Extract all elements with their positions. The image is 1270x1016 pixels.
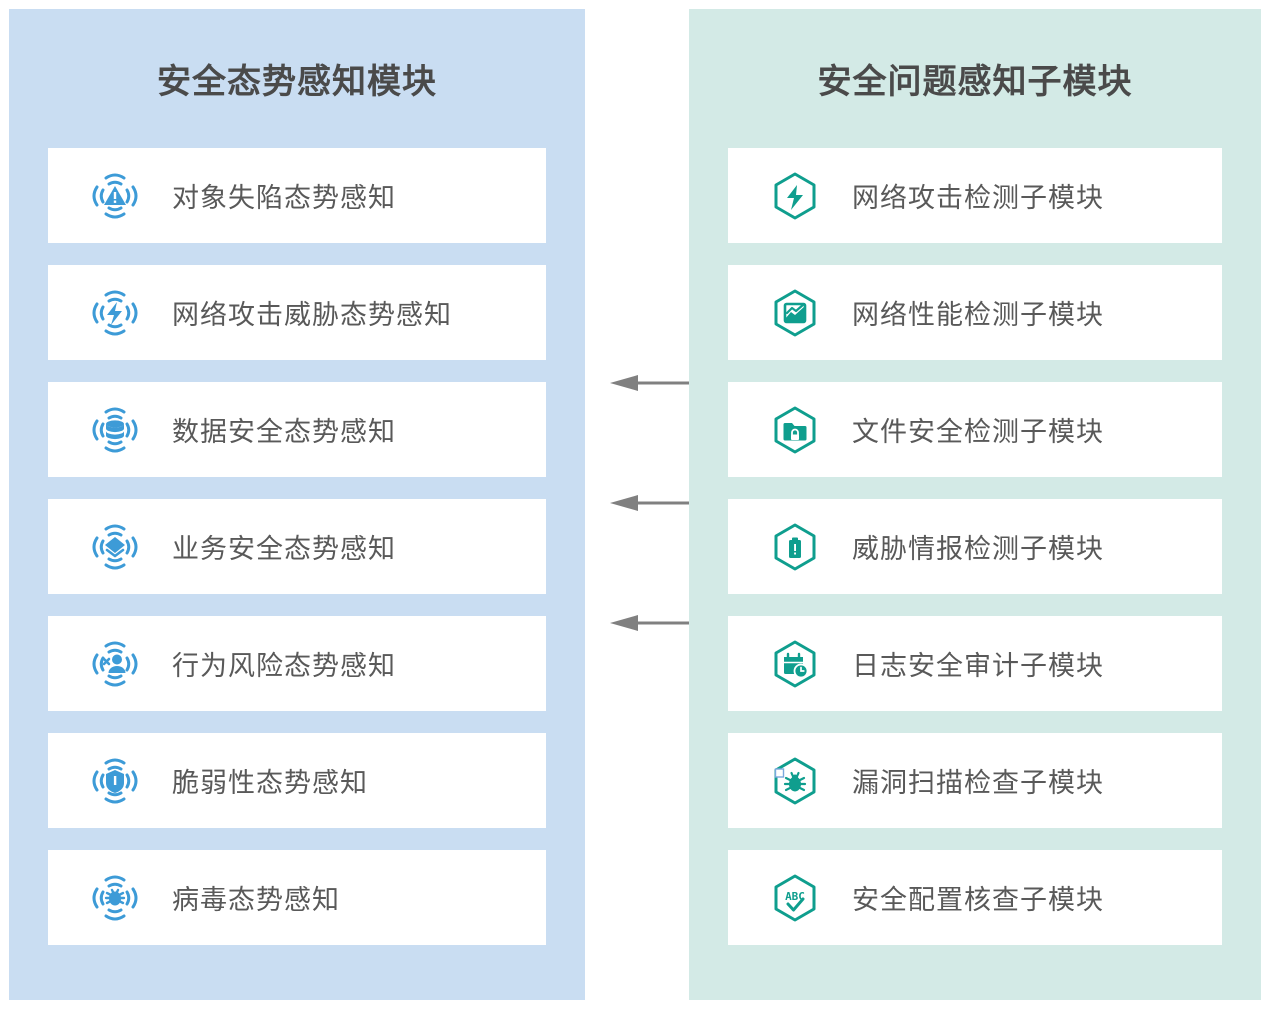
card-network-attack-threat-awareness[interactable]: 网络攻击威胁态势感知 — [48, 265, 546, 360]
hexagon-alert-clipboard-icon — [764, 516, 826, 578]
security-issue-detection-submodule-panel: 安全问题感知子模块 网络攻击检测子模块 — [689, 9, 1261, 1000]
shield-signal-icon — [84, 750, 146, 812]
database-signal-icon — [84, 399, 146, 461]
card-label: 漏洞扫描检查子模块 — [852, 768, 1104, 798]
card-network-attack-detection-submodule[interactable]: 网络攻击检测子模块 — [728, 148, 1222, 243]
card-label: 日志安全审计子模块 — [852, 651, 1104, 681]
hexagon-calendar-clock-icon — [764, 633, 826, 695]
security-situation-awareness-panel: 安全态势感知模块 — [9, 9, 585, 1000]
card-label: 对象失陷态势感知 — [172, 183, 396, 213]
svg-text:ABC: ABC — [785, 890, 805, 903]
card-threat-intelligence-detection-submodule[interactable]: 威胁情报检测子模块 — [728, 499, 1222, 594]
user-risk-signal-icon — [84, 633, 146, 695]
card-label: 脆弱性态势感知 — [172, 768, 368, 798]
card-label: 网络攻击威胁态势感知 — [172, 300, 452, 330]
arrow-right-to-left-3 — [608, 611, 702, 635]
card-business-security-awareness[interactable]: 业务安全态势感知 — [48, 499, 546, 594]
virus-bug-signal-icon — [84, 867, 146, 929]
hexagon-abc-check-icon: ABC — [764, 867, 826, 929]
arrow-right-to-left-2 — [608, 491, 702, 515]
card-label: 网络性能检测子模块 — [852, 300, 1104, 330]
lightning-bolt-signal-icon — [84, 282, 146, 344]
card-label: 网络攻击检测子模块 — [852, 183, 1104, 213]
card-virus-awareness[interactable]: 病毒态势感知 — [48, 850, 546, 945]
diamond-layers-signal-icon — [84, 516, 146, 578]
card-vulnerability-scan-submodule[interactable]: 漏洞扫描检查子模块 — [728, 733, 1222, 828]
card-file-security-detection-submodule[interactable]: 文件安全检测子模块 — [728, 382, 1222, 477]
card-label: 病毒态势感知 — [172, 885, 340, 915]
card-label: 威胁情报检测子模块 — [852, 534, 1104, 564]
card-vulnerability-awareness[interactable]: 脆弱性态势感知 — [48, 733, 546, 828]
card-label: 文件安全检测子模块 — [852, 417, 1104, 447]
card-object-compromise-awareness[interactable]: 对象失陷态势感知 — [48, 148, 546, 243]
right-panel-card-list: 网络攻击检测子模块 网络性能检测子模块 — [728, 148, 1222, 945]
hexagon-folder-lock-icon — [764, 399, 826, 461]
left-panel-card-list: 对象失陷态势感知 — [48, 148, 546, 945]
warning-triangle-signal-icon — [84, 165, 146, 227]
card-label: 安全配置核查子模块 — [852, 885, 1104, 915]
card-network-performance-detection-submodule[interactable]: 网络性能检测子模块 — [728, 265, 1222, 360]
card-security-config-check-submodule[interactable]: ABC 安全配置核查子模块 — [728, 850, 1222, 945]
card-log-security-audit-submodule[interactable]: 日志安全审计子模块 — [728, 616, 1222, 711]
arrow-right-to-left-1 — [608, 371, 702, 395]
right-panel-title: 安全问题感知子模块 — [817, 63, 1133, 101]
card-label: 数据安全态势感知 — [172, 417, 396, 447]
card-data-security-awareness[interactable]: 数据安全态势感知 — [48, 382, 546, 477]
hexagon-bug-icon — [764, 750, 826, 812]
card-behavior-risk-awareness[interactable]: 行为风险态势感知 — [48, 616, 546, 711]
hexagon-lightning-icon — [764, 165, 826, 227]
left-panel-title: 安全态势感知模块 — [157, 63, 437, 101]
card-label: 业务安全态势感知 — [172, 534, 396, 564]
card-label: 行为风险态势感知 — [172, 651, 396, 681]
hexagon-chart-icon — [764, 282, 826, 344]
